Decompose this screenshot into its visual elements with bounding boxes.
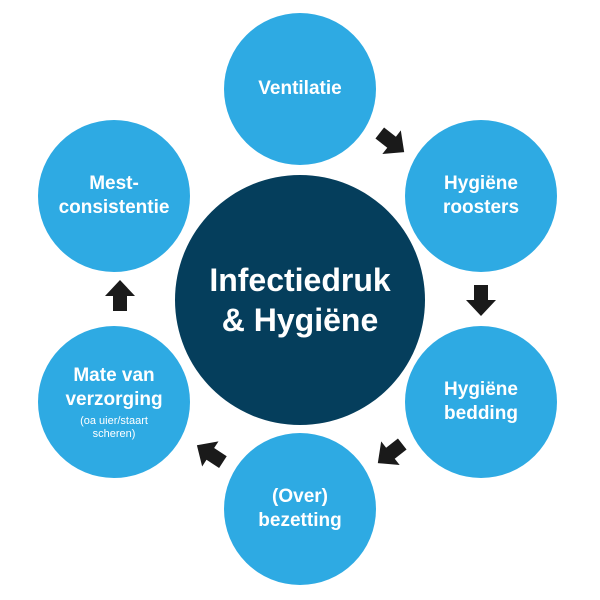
node-label-line-1: Mest- xyxy=(89,173,139,194)
node-mest-consistentie: Mest- consistentie xyxy=(38,120,190,272)
center-title-line-2: & Hygiëne xyxy=(221,302,379,338)
node-bezetting: (Over) bezetting xyxy=(224,433,376,585)
node-label-line-2: consistentie xyxy=(58,197,170,218)
node-hygiene-roosters: Hygiëne roosters xyxy=(405,120,557,272)
arrow-verzorging-to-mest xyxy=(105,280,135,311)
node-ventilatie: Ventilatie xyxy=(224,13,376,165)
node-sublabel-line-1: (oa uier/staart xyxy=(80,414,148,427)
node-label-line-1: (Over) xyxy=(272,486,328,507)
arrow-bedding-to-bezetting xyxy=(368,432,412,475)
center-node: Infectiedruk & Hygiëne xyxy=(175,175,425,425)
node-label-line-2: verzorging xyxy=(65,388,163,410)
node-label-line-1: Mate van xyxy=(73,364,155,386)
center-title-line-1: Infectiedruk xyxy=(209,262,391,298)
node-sublabel-line-2: scheren) xyxy=(92,427,136,440)
node-label-line-1: Hygiëne xyxy=(444,379,518,400)
arrow-ventilatie-to-roosters xyxy=(370,121,414,164)
node-hygiene-bedding: Hygiëne bedding xyxy=(405,326,557,478)
node-label-line-1: Hygiëne xyxy=(444,173,518,194)
node-label: Ventilatie xyxy=(258,78,342,99)
arrow-bezetting-to-verzorging xyxy=(188,432,232,475)
node-label-line-2: roosters xyxy=(442,197,520,218)
node-label-line-2: bezetting xyxy=(258,510,342,531)
node-mate-van-verzorging: Mate van verzorging (oa uier/staart sche… xyxy=(38,326,190,478)
node-label-line-2: bedding xyxy=(444,403,518,424)
arrow-roosters-to-bedding xyxy=(466,285,496,316)
